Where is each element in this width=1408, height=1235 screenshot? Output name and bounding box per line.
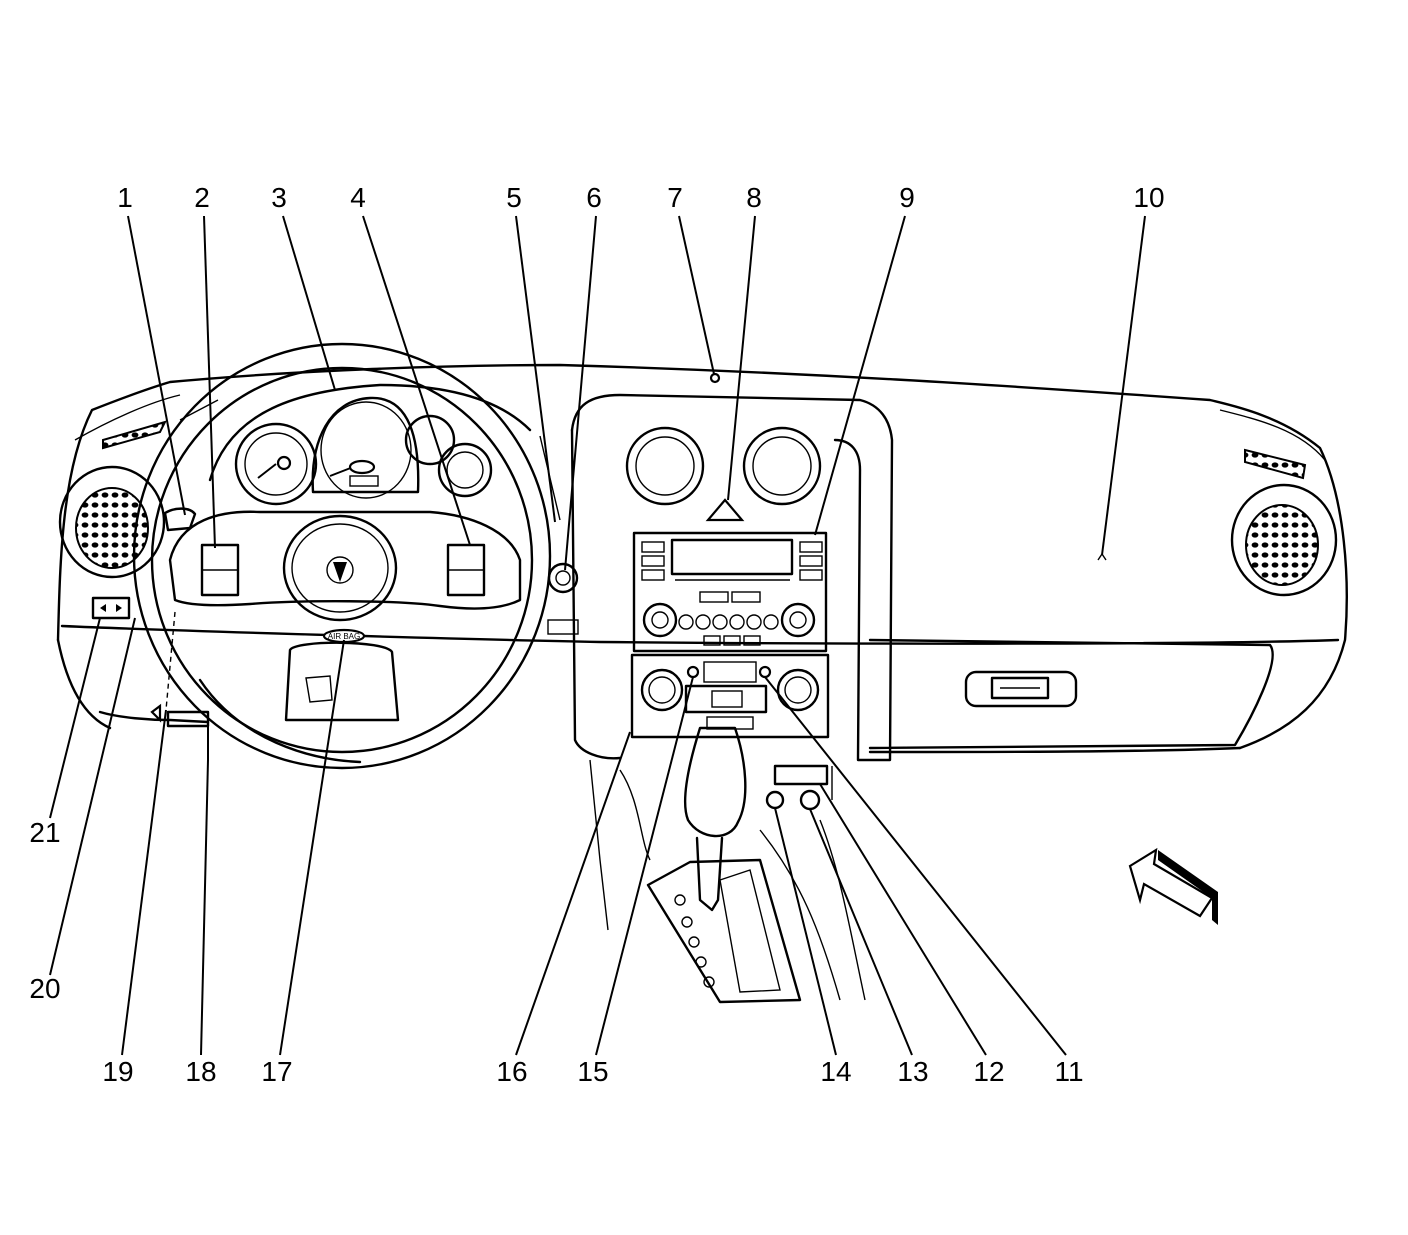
callout-6: 6 <box>586 182 602 213</box>
leader-21 <box>49 617 101 819</box>
headlamp-switch <box>91 507 197 620</box>
leader-6 <box>564 215 597 571</box>
callout-10: 10 <box>1133 182 1164 213</box>
radio <box>632 531 828 653</box>
leader-3 <box>282 215 336 391</box>
leader-1 <box>127 215 186 516</box>
callout-20: 20 <box>29 973 60 1004</box>
callouts-left: 21 20 <box>29 817 60 1004</box>
callout-12: 12 <box>973 1056 1004 1087</box>
callout-9: 9 <box>899 182 915 213</box>
leader-7 <box>678 215 715 375</box>
callout-17: 17 <box>261 1056 292 1087</box>
glove-box <box>868 552 1274 750</box>
callout-2: 2 <box>194 182 210 213</box>
view-direction-arrow-icon <box>1128 847 1218 925</box>
leader-8 <box>727 215 756 501</box>
leader-18 <box>200 759 209 1056</box>
leader-19 <box>121 709 167 1056</box>
callout-13: 13 <box>897 1056 928 1087</box>
leader-11 <box>764 676 1067 1056</box>
instrument-cluster <box>208 383 532 506</box>
leader-12 <box>819 783 987 1056</box>
callout-8: 8 <box>746 182 762 213</box>
leader-16 <box>515 731 631 1056</box>
callout-14: 14 <box>820 1056 851 1087</box>
callout-15: 15 <box>577 1056 608 1087</box>
leader-20 <box>49 617 136 976</box>
callout-3: 3 <box>271 182 287 213</box>
dashboard-outline <box>56 363 1348 754</box>
leader-17 <box>279 639 345 1056</box>
leader-14 <box>774 807 837 1056</box>
callout-11: 11 <box>1054 1056 1083 1087</box>
shift-lever <box>589 726 866 1004</box>
callout-5: 5 <box>506 182 522 213</box>
right-air-vent <box>1230 448 1338 597</box>
ignition-switch <box>547 562 579 594</box>
callouts-top: 1 2 3 4 5 6 7 8 9 10 <box>117 182 1164 213</box>
leader-9 <box>814 215 906 536</box>
callout-19: 19 <box>102 1056 133 1087</box>
callout-7: 7 <box>667 182 683 213</box>
left-air-vent <box>58 420 167 579</box>
callout-18: 18 <box>185 1056 216 1087</box>
callout-16: 16 <box>496 1056 527 1087</box>
leader-13 <box>809 808 913 1056</box>
callout-4: 4 <box>350 182 366 213</box>
leader-2 <box>203 215 216 549</box>
leader-4 <box>362 215 471 546</box>
leader-5 <box>515 215 556 523</box>
callouts-bottom: 19 18 17 16 15 14 13 12 11 <box>102 1056 1083 1087</box>
leader-15 <box>595 676 694 1056</box>
center-stack <box>570 372 894 762</box>
steering-wheel <box>132 342 552 770</box>
hvac-controls <box>630 653 830 739</box>
callout-21: 21 <box>29 817 60 848</box>
airbag-label: AIR BAG <box>328 632 360 641</box>
callout-1: 1 <box>117 182 133 213</box>
leader-lines <box>49 215 1146 1056</box>
leader-10 <box>1101 215 1146 556</box>
